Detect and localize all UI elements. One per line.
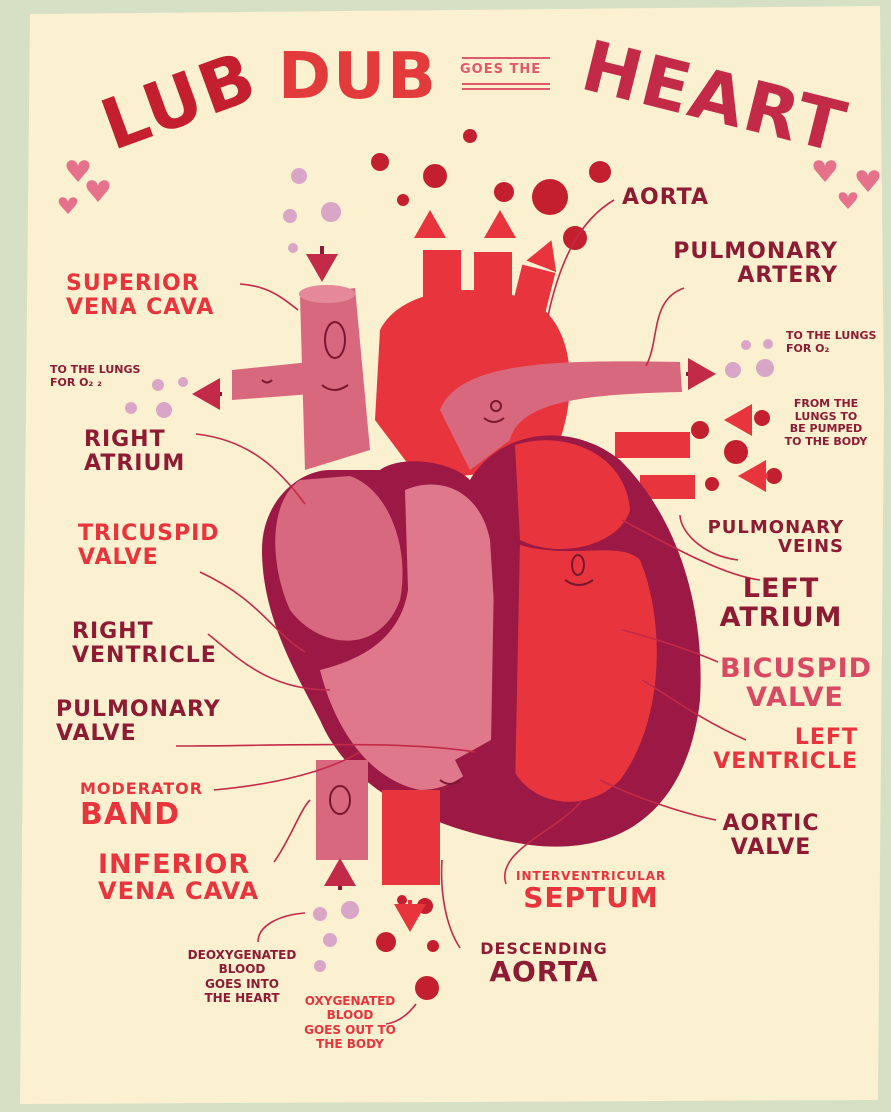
label-left-atrium: LEFTATRIUM (716, 574, 846, 632)
label-left-ventricle: LEFTVENTRICLE (706, 726, 858, 774)
label-oxygenated-blood: OXYGENATEDBLOODGOES OUT TOTHE BODY (290, 994, 410, 1052)
title-dub: DUB (278, 40, 438, 114)
label-to-lungs-left: TO THE LUNGSFOR O₂ ₂ (50, 364, 140, 389)
label-from-lungs: FROM THELUNGS TOBE PUMPEDTO THE BODY (776, 398, 876, 449)
label-tricuspid-valve: TRICUSPIDVALVE (78, 522, 220, 570)
label-to-lungs-right: TO THE LUNGSFOR O₂ (786, 330, 876, 355)
aorta-branch-1 (423, 250, 461, 310)
label-aorta: AORTA (622, 186, 709, 210)
label-bicuspid-valve: BICUSPIDVALVE (720, 654, 870, 712)
aorta-branch-2 (474, 252, 512, 310)
label-moderator-band: MODERATORBAND (80, 780, 203, 833)
label-descending-aorta: DESCENDINGAORTA (474, 940, 614, 988)
label-interventricular-septum: INTERVENTRICULARSEPTUM (516, 870, 666, 913)
label-deoxygenated-blood: DEOXYGENATEDBLOODGOES INTOTHE HEART (176, 948, 308, 1006)
label-aortic-valve: AORTICVALVE (716, 812, 826, 860)
inferior-vena-cava (316, 760, 368, 860)
label-right-ventricle: RIGHTVENTRICLE (72, 620, 217, 668)
label-pulmonary-valve: PULMONARYVALVE (56, 698, 221, 746)
title-goes-the: GOES THE (460, 62, 541, 77)
label-pulmonary-veins: PULMONARYVEINS (694, 518, 844, 557)
label-inferior-vena-cava: INFERIORVENA CAVA (98, 850, 259, 905)
label-pulmonary-artery: PULMONARYARTERY (626, 240, 838, 288)
label-superior-vena-cava: SUPERIORVENA CAVA (66, 272, 214, 320)
label-right-atrium: RIGHTATRIUM (84, 428, 185, 476)
descending-aorta (382, 790, 440, 885)
pulmonary-vein-upper (615, 432, 690, 458)
